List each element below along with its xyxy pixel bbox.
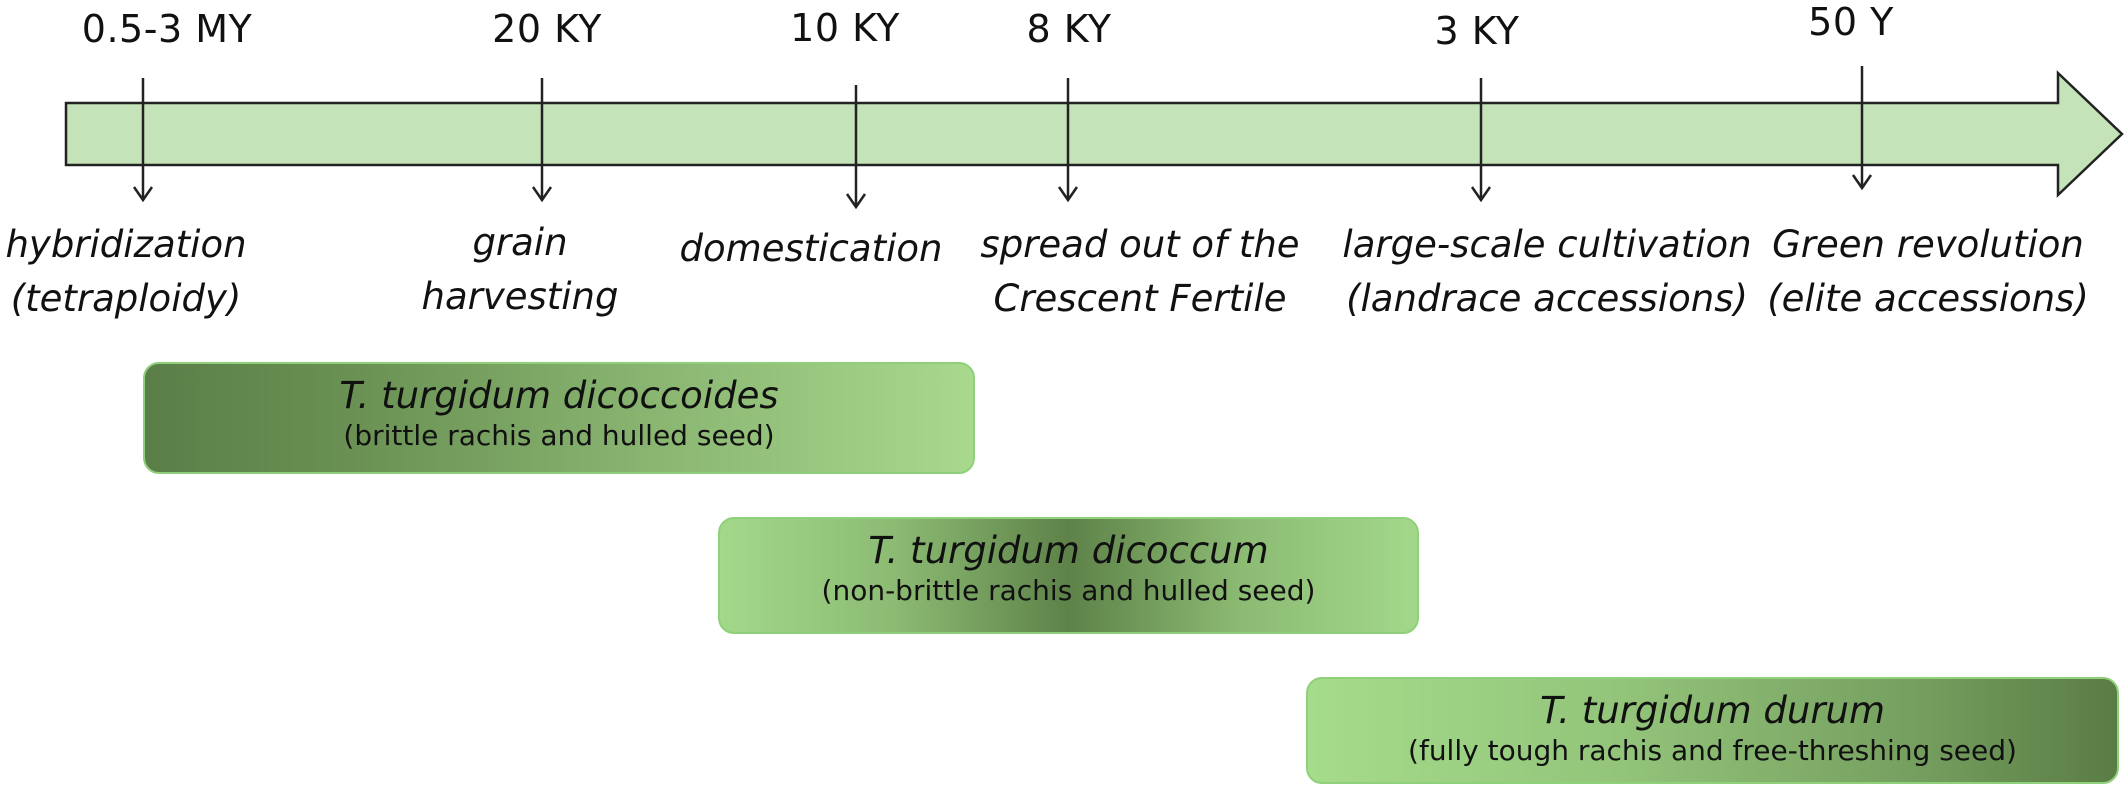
event-line: grain — [472, 221, 568, 264]
species-name: T. turgidum durum — [1539, 689, 1886, 732]
event-label-spread: spread out of the Crescent Fertile — [980, 218, 1299, 326]
species-box-dicoccoides: T. turgidum dicoccoides (brittle rachis … — [143, 362, 975, 474]
timeline-arrow — [64, 70, 2124, 198]
species-description: (brittle rachis and hulled seed) — [343, 419, 775, 452]
event-label-domestication: domestication — [680, 222, 943, 276]
species-name: T. turgidum dicoccoides — [339, 374, 779, 417]
species-name: T. turgidum dicoccum — [868, 529, 1269, 572]
event-label-large-scale-cultivation: large-scale cultivation (landrace access… — [1342, 218, 1751, 326]
tick-20-ky — [531, 78, 553, 203]
tick-8-ky — [1057, 78, 1079, 203]
time-label: 20 KY — [492, 7, 602, 51]
event-line: spread out of the — [980, 223, 1300, 266]
time-label: 10 KY — [790, 6, 900, 50]
tick-50-y — [1851, 66, 1873, 191]
event-label-hybridization: hybridization (tetraploidy) — [5, 218, 246, 326]
event-label-green-revolution: Green revolution (elite accessions) — [1767, 218, 2089, 326]
time-label: 50 Y — [1808, 0, 1894, 44]
species-description: (non-brittle rachis and hulled seed) — [821, 574, 1316, 607]
tick-10-ky — [845, 85, 867, 210]
event-line: Green revolution — [1772, 223, 2084, 266]
event-line: hybridization — [5, 223, 247, 266]
event-line: Crescent Fertile — [993, 277, 1287, 320]
time-label: 8 KY — [1026, 7, 1112, 51]
tick-3-ky — [1470, 78, 1492, 203]
time-label: 0.5-3 MY — [81, 7, 253, 51]
event-line: (elite accessions) — [1767, 277, 2089, 320]
event-line: harvesting — [421, 275, 619, 318]
event-label-grain-harvesting: grain harvesting — [422, 216, 619, 324]
species-box-dicoccum: T. turgidum dicoccum (non-brittle rachis… — [718, 517, 1419, 634]
event-line: domestication — [679, 227, 943, 270]
species-box-durum: T. turgidum durum (fully tough rachis an… — [1306, 677, 2119, 784]
event-line: (tetraploidy) — [10, 277, 242, 320]
tick-0-5-3-my — [132, 78, 154, 203]
event-line: (landrace accessions) — [1346, 277, 1748, 320]
species-description: (fully tough rachis and free-threshing s… — [1408, 734, 2017, 767]
time-label: 3 KY — [1434, 9, 1520, 53]
event-line: large-scale cultivation — [1342, 223, 1752, 266]
